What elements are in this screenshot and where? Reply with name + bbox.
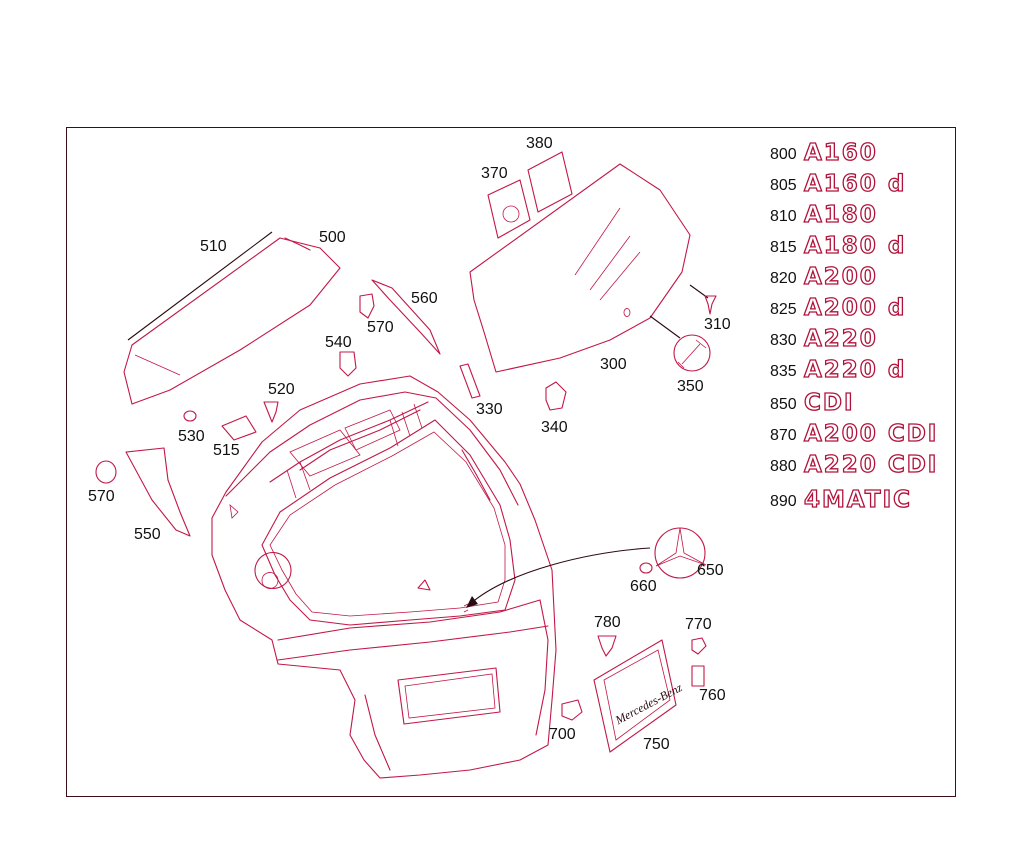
- badge-row: 810 A180: [770, 201, 960, 232]
- badge-part-number: 810: [770, 208, 797, 225]
- badge-row: 825 A200 d: [770, 294, 960, 325]
- callout-500: 500: [319, 229, 346, 246]
- callout-560: 560: [411, 290, 438, 307]
- strip-330: [459, 363, 481, 399]
- badge-part-number: 805: [770, 177, 797, 194]
- star-emblem-icon: [654, 527, 707, 579]
- badge-row: 890 4MATIC: [770, 486, 960, 517]
- badge-row: 820 A200: [770, 263, 960, 294]
- spoiler-glass: [123, 231, 341, 405]
- badge-lettering: A200: [803, 263, 878, 290]
- tailgate-shape: [211, 375, 557, 779]
- badge-row: 870 A200 CDI: [770, 420, 960, 451]
- callout-530: 530: [178, 428, 205, 445]
- badge-lettering: A180: [803, 201, 878, 228]
- callout-660: 660: [630, 578, 657, 595]
- badge-part-number: 850: [770, 396, 797, 413]
- badge-lettering: A180 d: [803, 232, 907, 259]
- label-380: [527, 151, 573, 213]
- badge-row: 815 A180 d: [770, 232, 960, 263]
- clip-570-top: [359, 293, 375, 319]
- plate-brand-text: Mercedes-Benz: [612, 680, 685, 728]
- trim-560: [371, 279, 441, 355]
- clip-340: [545, 381, 567, 411]
- badge-lettering: 4MATIC: [803, 486, 913, 513]
- callout-750: 750: [643, 736, 670, 753]
- badge-lettering: A200 d: [803, 294, 907, 321]
- callout-350: 350: [677, 378, 704, 395]
- badge-part-number: 835: [770, 363, 797, 380]
- wrench-symbol-icon: [673, 334, 711, 372]
- badge-row: 830 A220: [770, 325, 960, 356]
- callout-370: 370: [481, 165, 508, 182]
- callout-380: 380: [526, 135, 553, 152]
- callout-770: 770: [685, 616, 712, 633]
- clip-310: [704, 295, 717, 315]
- callout-515: 515: [213, 442, 240, 459]
- cap-660: [639, 562, 653, 574]
- badge-row: 805 A160 d: [770, 170, 960, 201]
- callout-330: 330: [476, 401, 503, 418]
- badge-part-number: 830: [770, 332, 797, 349]
- screw-770: [691, 637, 707, 655]
- badge-row: 800 A160: [770, 139, 960, 170]
- callout-520: 520: [268, 381, 295, 398]
- badge-lettering: A200 CDI: [803, 420, 939, 447]
- license-plate-holder: [593, 639, 677, 753]
- badge-part-number: 800: [770, 146, 797, 163]
- badge-lettering: A160: [803, 139, 878, 166]
- badge-lettering: A220 CDI: [803, 451, 939, 478]
- callout-540: 540: [325, 334, 352, 351]
- clip-780: [597, 635, 617, 657]
- badge-row: 880 A220 CDI: [770, 451, 960, 482]
- side-glass-550: [125, 447, 191, 537]
- clip-540: [339, 351, 357, 377]
- callout-340: 340: [541, 419, 568, 436]
- arrow-head: [466, 596, 478, 608]
- callout-510: 510: [200, 238, 227, 255]
- badge-row: 835 A220 d: [770, 356, 960, 387]
- badge-part-number: 870: [770, 427, 797, 444]
- badge-part-number: 890: [770, 493, 797, 510]
- diagram-frame: [66, 127, 956, 797]
- badge-part-number: 880: [770, 458, 797, 475]
- clip-570-left: [95, 460, 117, 484]
- badge-row: 850 CDI: [770, 389, 960, 420]
- callout-550: 550: [134, 526, 161, 543]
- callout-650: 650: [697, 562, 724, 579]
- badge-part-number: 825: [770, 301, 797, 318]
- badge-lettering: A160 d: [803, 170, 907, 197]
- assembly-arrow: [469, 547, 651, 605]
- callout-570-left: 570: [88, 488, 115, 505]
- callout-310: 310: [704, 316, 731, 333]
- badge-part-number: 820: [770, 270, 797, 287]
- cap-700: [561, 699, 583, 721]
- badge-lettering: A220: [803, 325, 878, 352]
- badge-part-number: 815: [770, 239, 797, 256]
- badge-lettering: A220 d: [803, 356, 907, 383]
- cap-530: [183, 410, 197, 422]
- label-370: [487, 179, 531, 239]
- badge-lettering: CDI: [803, 389, 855, 416]
- callout-300: 300: [600, 356, 627, 373]
- callout-780: 780: [594, 614, 621, 631]
- screw-520: [263, 401, 279, 423]
- callout-570-top: 570: [367, 319, 394, 336]
- callout-700: 700: [549, 726, 576, 743]
- nut-760: [691, 665, 705, 687]
- callout-760: 760: [699, 687, 726, 704]
- bracket-515: [221, 415, 257, 441]
- rear-window-glass: [469, 163, 709, 373]
